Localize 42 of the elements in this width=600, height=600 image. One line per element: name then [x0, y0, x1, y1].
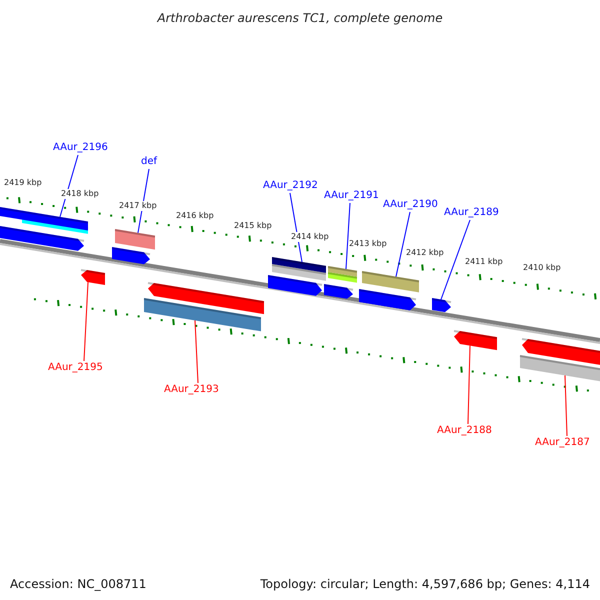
gene-label: AAur_2195 — [48, 362, 103, 374]
leader-line — [440, 220, 470, 300]
gene-label: AAur_2188 — [437, 425, 492, 437]
leader-line — [396, 212, 410, 278]
gene-label: AAur_2193 — [164, 384, 219, 396]
leader-line — [468, 345, 470, 424]
gene-label: AAur_2191 — [324, 190, 379, 202]
gene-block — [520, 355, 600, 382]
gene-label: AAur_2196 — [53, 142, 108, 154]
gene-block — [144, 298, 262, 332]
gene-block — [328, 266, 358, 277]
scale-label: 2412 kbp — [406, 248, 444, 258]
scale-label: 2413 kbp — [349, 239, 387, 249]
leader-line — [564, 374, 568, 436]
scale-label: 2414 kbp — [291, 232, 329, 242]
scale-label: 2417 kbp — [119, 201, 157, 211]
diagram-title: Arthrobacter aurescens TC1, complete genome — [157, 10, 443, 27]
gene-block — [0, 207, 88, 231]
scale-label: 2410 kbp — [523, 263, 561, 273]
leader-line — [138, 168, 150, 234]
gene-block — [432, 298, 452, 312]
gene-block — [272, 257, 326, 273]
genome-stats-text: Topology: circular; Length: 4,597,686 bp; Genes: 4,114 — [260, 576, 590, 593]
scale-label: 2416 kbp — [176, 211, 214, 221]
accession-text: Accession: NC_008711 — [10, 576, 146, 593]
leader-line — [290, 192, 302, 262]
scale-label: 2415 kbp — [234, 221, 272, 231]
scale-label: 2418 kbp — [61, 189, 99, 199]
gene-label: AAur_2192 — [263, 180, 318, 192]
scale-label: 2419 kbp — [4, 178, 42, 188]
leader-line — [346, 202, 350, 270]
gene-block — [114, 229, 156, 250]
gene-block — [454, 330, 498, 350]
leader-line — [194, 320, 198, 384]
gene-label: AAur_2189 — [444, 207, 499, 219]
scale-label: 2411 kbp — [465, 257, 503, 267]
gene-label: def — [141, 156, 158, 168]
gene-block — [80, 269, 106, 285]
gene-label: AAur_2187 — [535, 437, 590, 449]
gene-block — [362, 271, 420, 292]
gene-label: AAur_2190 — [383, 199, 438, 211]
leader-line — [84, 282, 88, 362]
